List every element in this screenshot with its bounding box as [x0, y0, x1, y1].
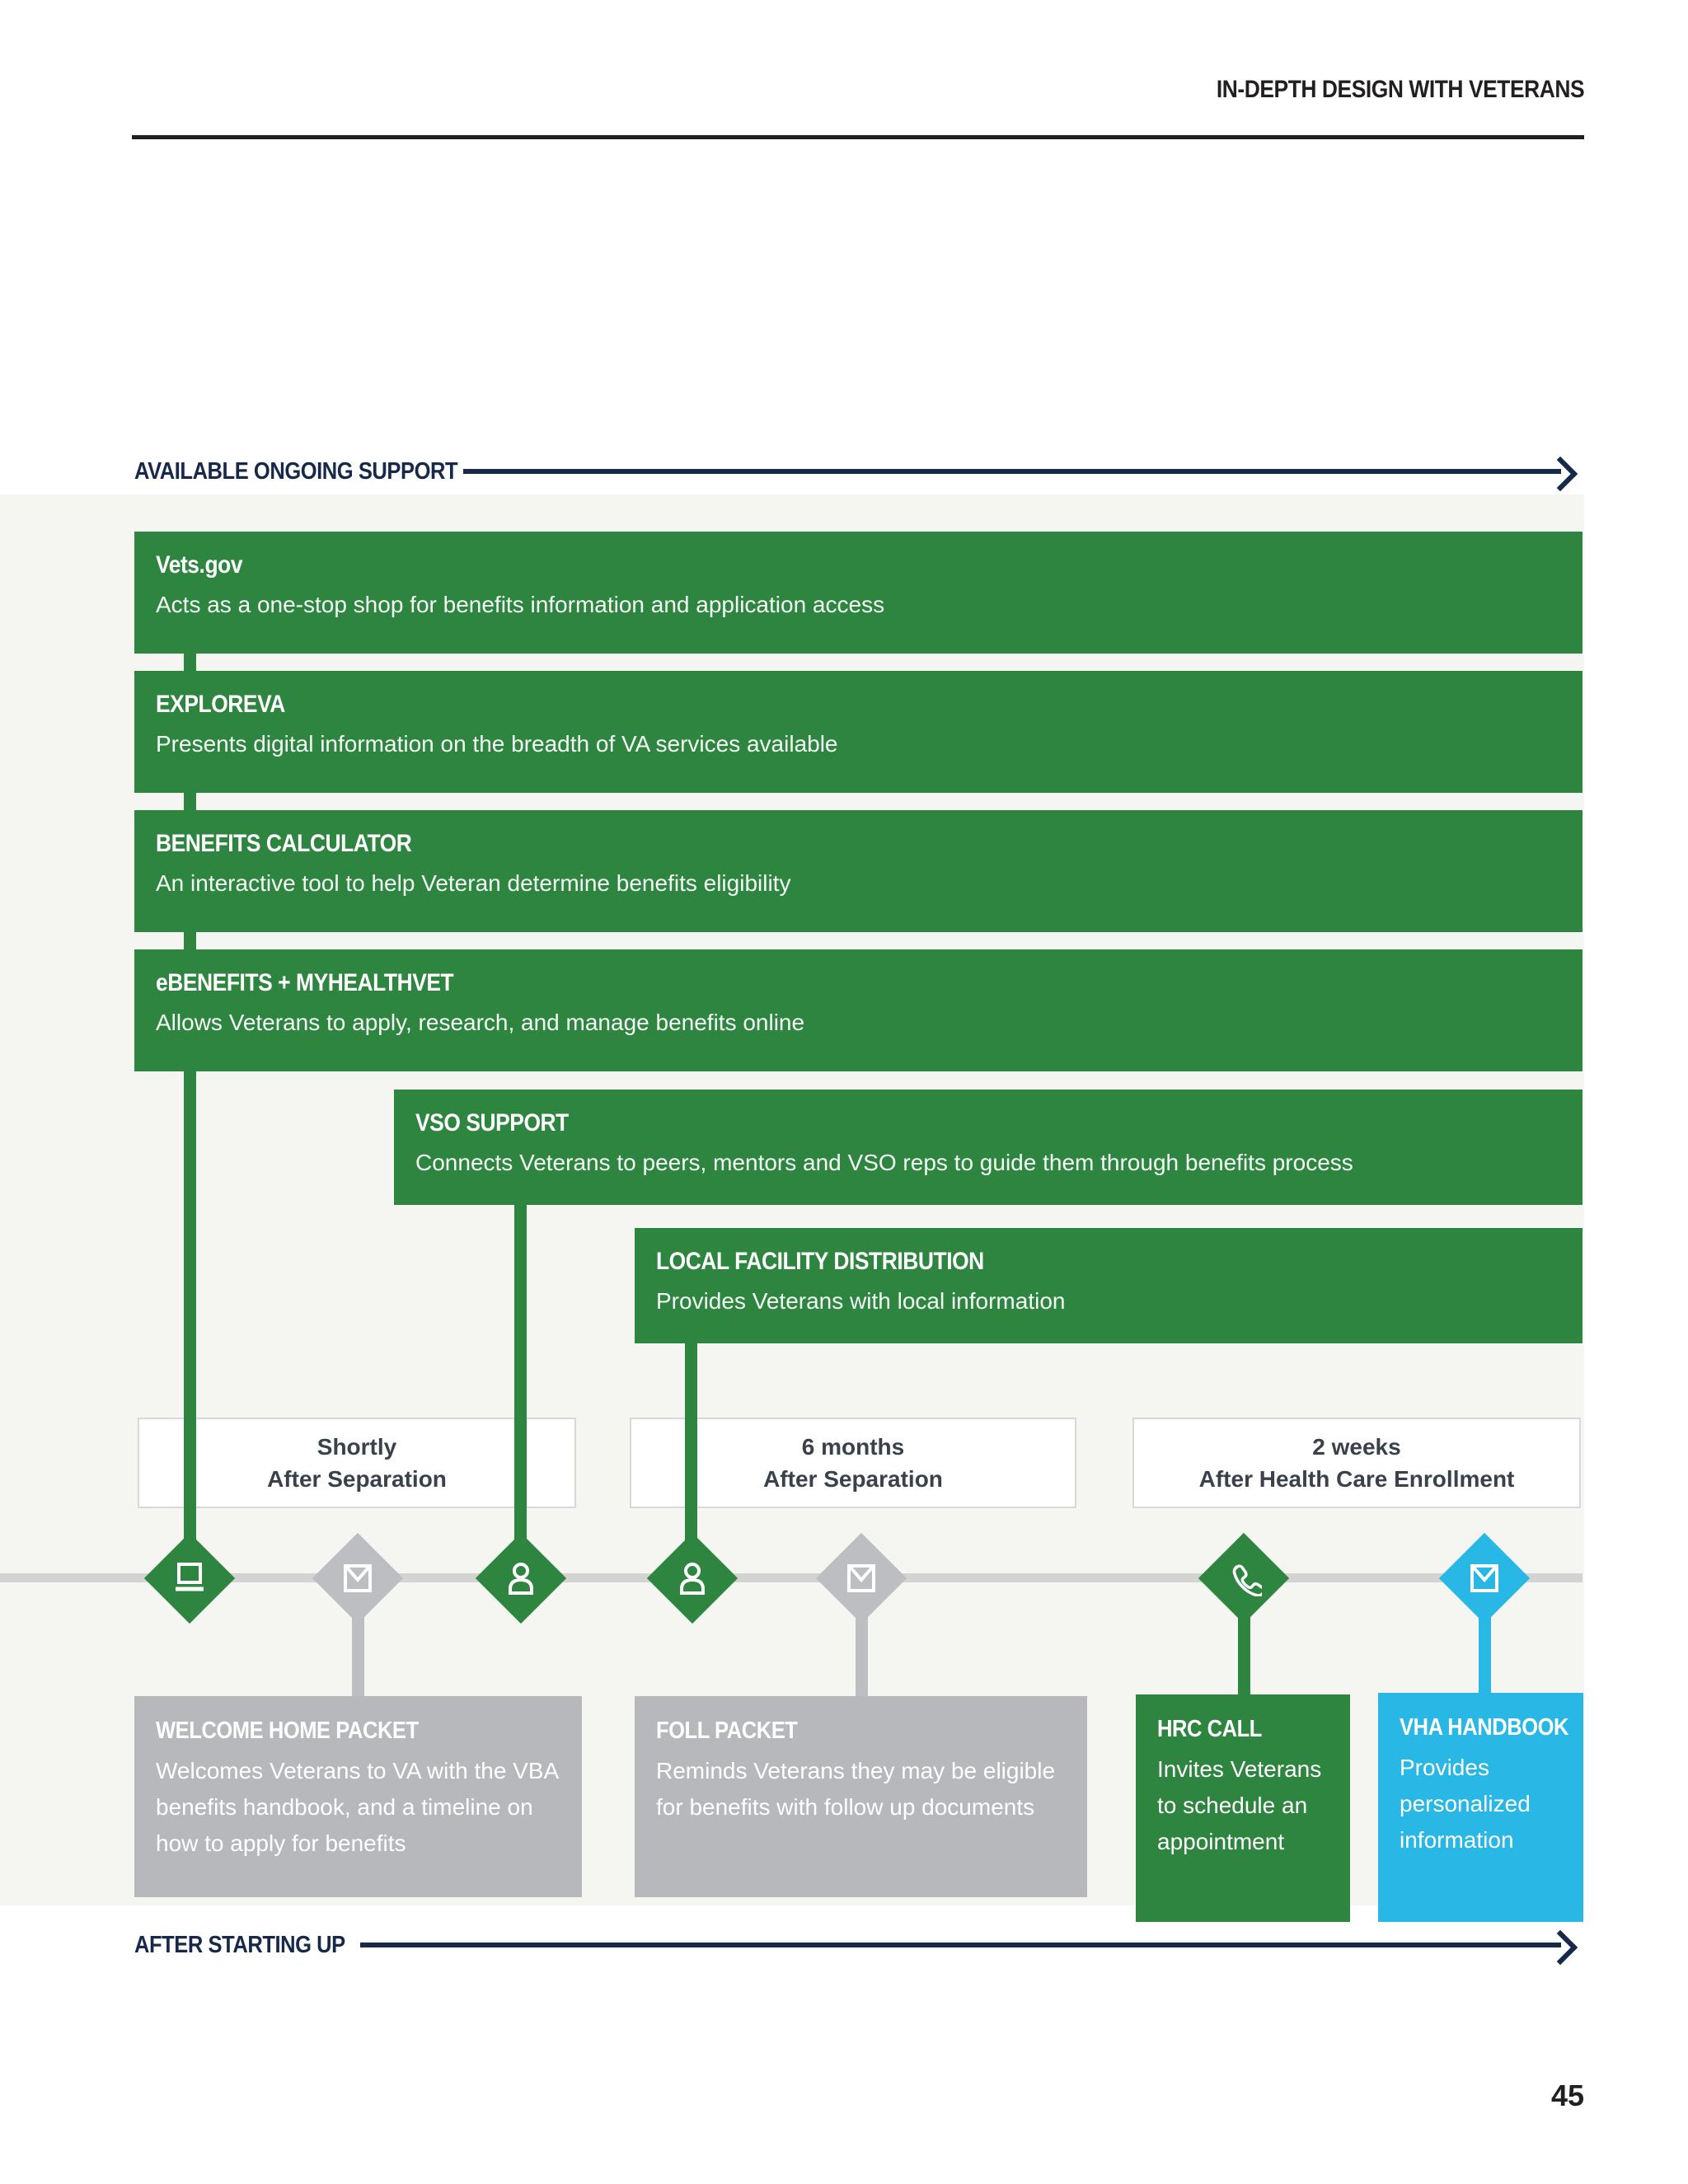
milestone-box-6-months: 6 months After Separation	[630, 1418, 1076, 1508]
card-desc: Reminds Veterans they may be eligible fo…	[656, 1758, 1056, 1820]
ongoing-arrow-head-icon	[1542, 456, 1578, 492]
section-label-ongoing: AVAILABLE ONGOING SUPPORT	[134, 458, 458, 485]
card-desc: Provides personalized information	[1400, 1755, 1531, 1853]
header-rule	[132, 135, 1584, 139]
milestone-box-shortly: Shortly After Separation	[138, 1418, 576, 1508]
timeline-line	[0, 1573, 1582, 1582]
envelope-icon	[843, 1560, 879, 1596]
after-arrow-head-icon	[1542, 1929, 1578, 1966]
milestone-line2: After Separation	[763, 1466, 943, 1492]
connector-local-facility	[685, 1302, 697, 1577]
card-welcome-home-packet: WELCOME HOME PACKET Welcomes Veterans to…	[134, 1696, 582, 1897]
bar-desc: Provides Veterans with local information	[656, 1288, 1066, 1314]
milestone-line1: Shortly	[316, 1434, 397, 1460]
bar-title: EXPLOREVA	[156, 691, 285, 718]
bar-title: eBENEFITS + MYHEALTHVET	[156, 969, 454, 996]
laptop-icon	[171, 1560, 208, 1596]
after-arrow-line	[360, 1943, 1561, 1947]
card-desc: Welcomes Veterans to VA with the VBA ben…	[156, 1758, 558, 1856]
bar-title: LOCAL FACILITY DISTRIBUTION	[656, 1248, 984, 1275]
milestone-line2: After Health Care Enrollment	[1198, 1466, 1515, 1492]
bar-title: Vets.gov	[156, 551, 243, 579]
bar-desc: An interactive tool to help Veteran dete…	[156, 870, 791, 896]
ongoing-arrow-line	[463, 469, 1561, 474]
milestone-box-2-weeks: 2 weeks After Health Care Enrollment	[1132, 1418, 1581, 1508]
bar-title: VSO SUPPORT	[415, 1109, 569, 1137]
section-label-after: AFTER STARTING UP	[134, 1932, 345, 1958]
card-title: HRC CALL	[1157, 1716, 1262, 1742]
page-title-text: IN-DEPTH DESIGN WITH VETERANS	[1216, 76, 1585, 103]
milestone-line2: After Separation	[267, 1466, 447, 1492]
milestone-line1: 2 weeks	[1312, 1434, 1401, 1460]
bar-desc: Acts as a one-stop shop for benefits inf…	[156, 592, 885, 617]
card-title: VHA HANDBOOK	[1400, 1714, 1569, 1741]
phone-icon	[1226, 1560, 1262, 1596]
connector-vso	[514, 1170, 527, 1577]
envelope-icon	[340, 1560, 376, 1596]
card-hrc-call: HRC CALL Invites Veterans to schedule an…	[1136, 1694, 1350, 1922]
bar-local-facility-distribution: LOCAL FACILITY DISTRIBUTION Provides Vet…	[635, 1228, 1582, 1343]
bar-benefits-calculator: BENEFITS CALCULATOR An interactive tool …	[134, 810, 1582, 932]
bar-vets-gov: Vets.gov Acts as a one-stop shop for ben…	[134, 532, 1582, 654]
envelope-icon	[1466, 1560, 1503, 1596]
page-title: IN-DEPTH DESIGN WITH VETERANS	[1166, 76, 1585, 104]
person-icon	[674, 1560, 710, 1596]
card-title: WELCOME HOME PACKET	[156, 1718, 419, 1744]
bar-vso-support: VSO SUPPORT Connects Veterans to peers, …	[394, 1090, 1582, 1205]
bar-desc: Connects Veterans to peers, mentors and …	[415, 1150, 1353, 1175]
bar-ebenefits-myhealthvet: eBENEFITS + MYHEALTHVET Allows Veterans …	[134, 949, 1582, 1071]
card-foll-packet: FOLL PACKET Reminds Veterans they may be…	[635, 1696, 1087, 1897]
bar-title: BENEFITS CALCULATOR	[156, 830, 412, 857]
card-desc: Invites Veterans to schedule an appointm…	[1157, 1756, 1322, 1854]
milestone-line1: 6 months	[801, 1434, 905, 1460]
bar-exploreva: EXPLOREVA Presents digital information o…	[134, 671, 1582, 793]
bar-desc: Presents digital information on the brea…	[156, 731, 838, 757]
bar-desc: Allows Veterans to apply, research, and …	[156, 1010, 805, 1035]
page-number: 45	[1550, 2079, 1584, 2112]
card-title: FOLL PACKET	[656, 1718, 798, 1744]
person-icon	[503, 1560, 539, 1596]
card-vha-handbook: VHA HANDBOOK Provides personalized infor…	[1378, 1693, 1583, 1922]
